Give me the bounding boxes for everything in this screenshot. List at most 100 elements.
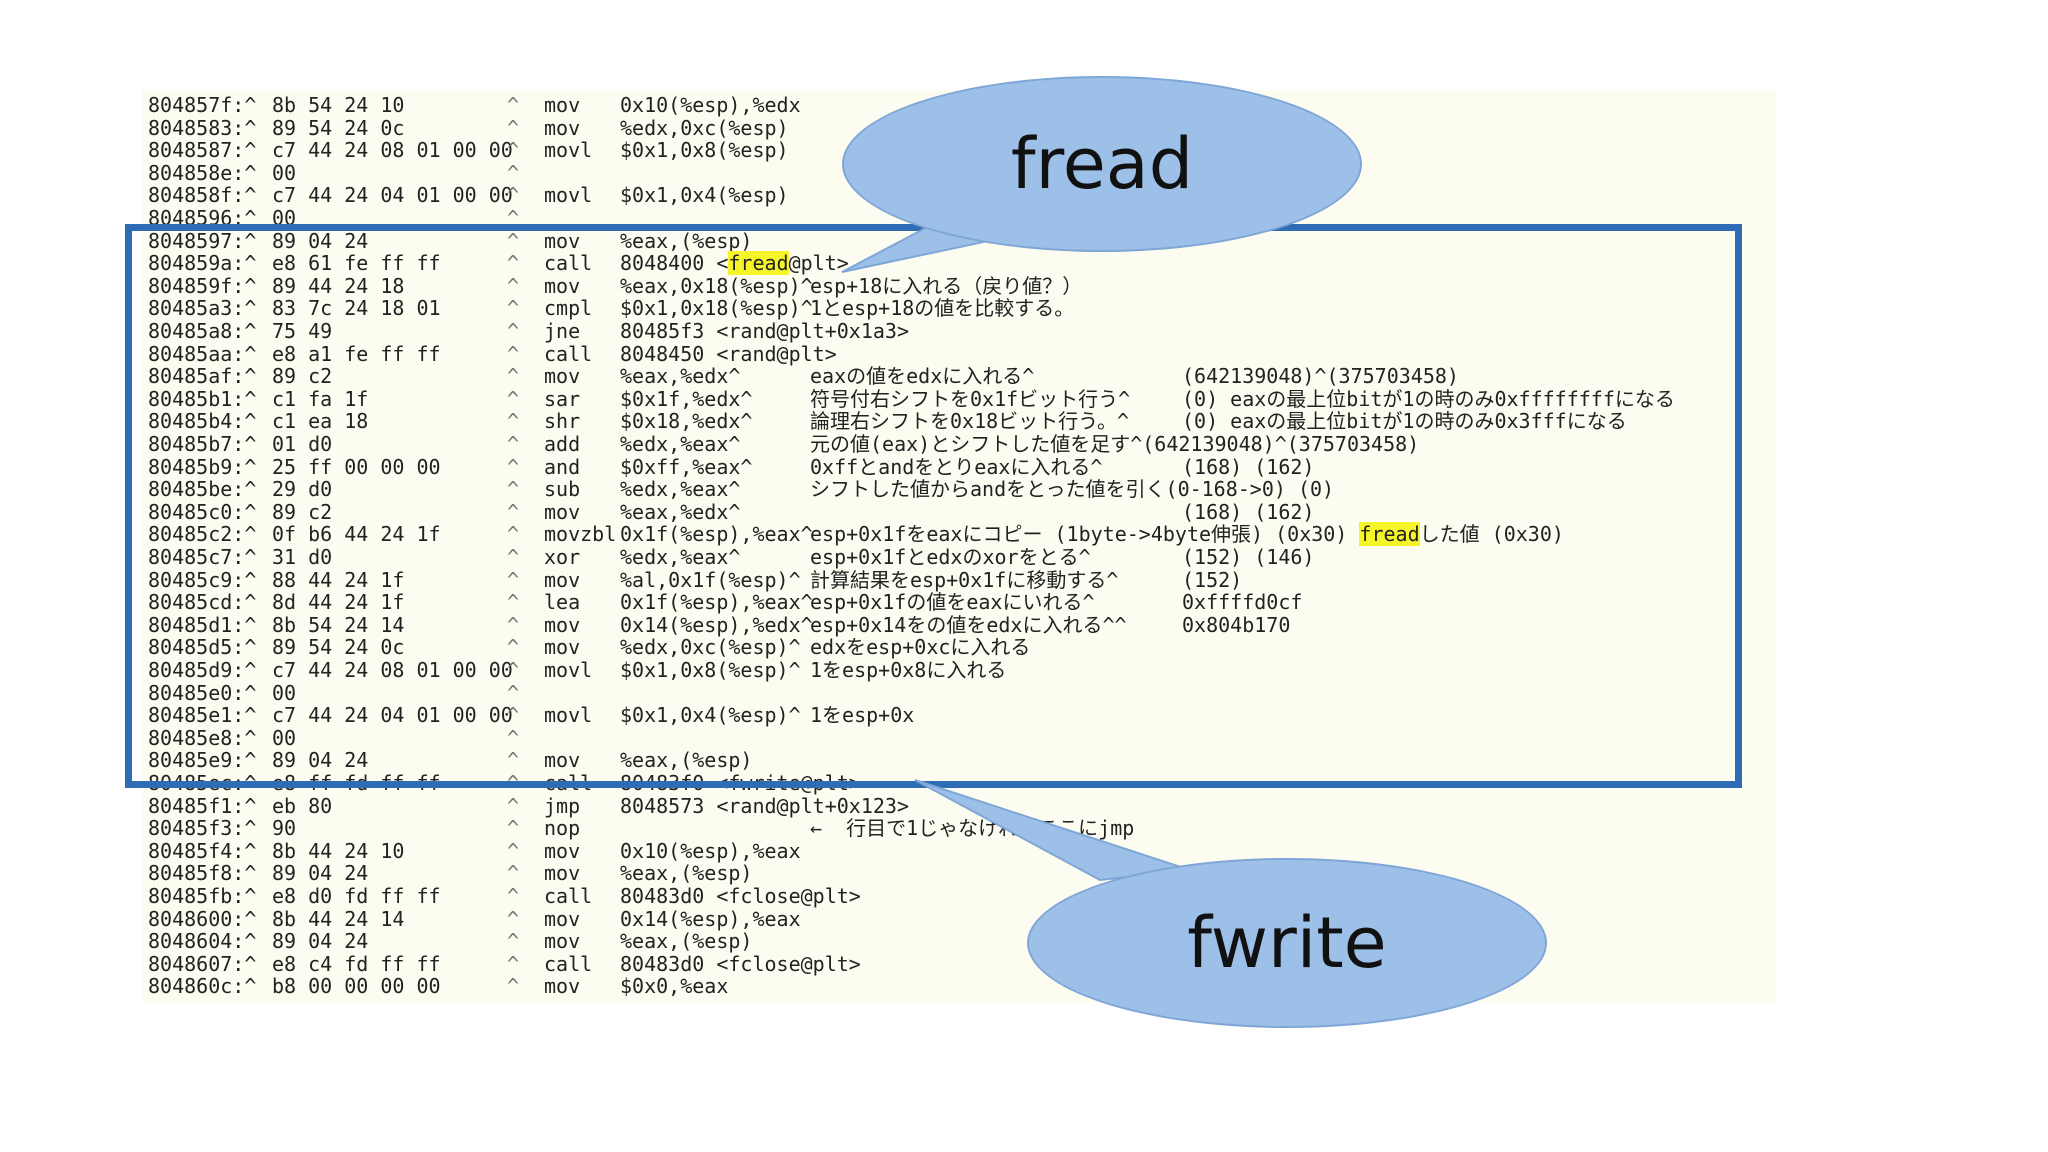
operand-text: $0x0,%eax [620, 974, 729, 999]
mnemonic-text: nop [544, 816, 581, 841]
addr-text: 8048596:^ [148, 206, 257, 230]
operand-text: %edx,0xc(%esp) [620, 115, 789, 140]
fwrite-callout-tail [914, 779, 1191, 882]
addr-text: 80485cd:^ [148, 590, 257, 615]
addr-text: 80485fb:^ [148, 884, 257, 908]
separator-mark: ^ [507, 228, 520, 253]
operand-text: %edx,0xc(%esp)^ [620, 635, 801, 660]
mnemonic-text: jmp [544, 793, 581, 818]
operand-text: %eax,(%esp) [620, 748, 753, 773]
bytes-text: c7 44 24 08 01 00 00 [272, 138, 513, 163]
mnemonic-text: mov [544, 612, 581, 637]
mnemonic-text: call [544, 884, 593, 908]
comment-extra-text: (168) (162) [1182, 499, 1315, 524]
separator-mark: ^ [507, 567, 520, 592]
comment-text: 1とesp+18の値を比較する。 [810, 296, 1075, 321]
addr-text: 80485d5:^ [148, 635, 257, 660]
mnemonic-text: mov [544, 567, 581, 592]
separator-mark: ^ [507, 364, 520, 389]
mnemonic-text: sub [544, 477, 581, 502]
operand-text: 8048450 <rand@plt> [620, 341, 837, 366]
operand-text: 80483d0 <fclose@plt> [620, 884, 861, 908]
mnemonic-text: mov [544, 838, 581, 863]
operand-text: $0x1,0x8(%esp) [620, 138, 789, 163]
mnemonic-text: sar [544, 386, 581, 411]
addr-text: 80485a3:^ [148, 296, 257, 321]
bytes-text: 89 54 24 0c [272, 635, 405, 660]
addr-text: 80485c7:^ [148, 545, 257, 569]
addr-text: 80485aa:^ [148, 341, 257, 366]
bytes-text: c7 44 24 04 01 00 00 [272, 183, 513, 208]
comment-extra-text: (0) eaxの最上位bitが1の時のみ0xffffffffになる [1182, 386, 1675, 411]
separator-mark: ^ [507, 793, 520, 818]
addr-text: 80485be:^ [148, 477, 257, 502]
separator-mark: ^ [507, 725, 520, 750]
separator-mark: ^ [507, 680, 520, 705]
comment-text: 計算結果をesp+0x1fに移動する^ [810, 567, 1119, 592]
comment-text: esp+0x14をの値をedxに入れる^^ [810, 612, 1127, 637]
addr-text: 8048604:^ [148, 929, 257, 954]
mnemonic-text: movl [544, 703, 593, 728]
comment-text: edxをesp+0xcに入れる [810, 635, 1031, 660]
mnemonic-text: mov [544, 364, 581, 389]
bytes-text: 89 04 24 [272, 861, 369, 886]
mnemonic-text: mov [544, 929, 581, 954]
separator-mark: ^ [507, 861, 520, 886]
bytes-text: 90 [272, 816, 297, 841]
operand-text: 0x1f(%esp),%eax^ [620, 590, 813, 615]
addr-text: 804858f:^ [148, 183, 257, 208]
operand-text: $0x1,0x8(%esp)^ [620, 658, 801, 682]
bytes-text: c1 fa 1f [272, 386, 369, 411]
bytes-text: 00 [272, 725, 297, 750]
comment-text: 元の値(eax)とシフトした値を足す^(642139048)^(37570345… [810, 432, 1420, 456]
comment-extra-text: (0) eaxの最上位bitが1の時のみ0x3fffになる [1182, 409, 1627, 434]
comment-text: esp+18に入れる（戻り値？） [810, 273, 1083, 298]
operand-text: %edx,%eax^ [620, 545, 741, 569]
separator-mark: ^ [507, 454, 520, 479]
mnemonic-text: movl [544, 183, 593, 208]
addr-text: 80485b9:^ [148, 454, 257, 479]
mnemonic-text: mov [544, 861, 581, 886]
mnemonic-text: shr [544, 409, 581, 434]
bytes-text: e8 d0 fd ff ff [272, 884, 441, 908]
operand-text: 0x1f(%esp),%eax^ [620, 522, 813, 547]
fread-callout-label: fread [1010, 123, 1194, 205]
separator-mark: ^ [507, 658, 520, 682]
mnemonic-text: add [544, 432, 581, 456]
mnemonic-text: mov [544, 115, 581, 140]
mnemonic-text: xor [544, 545, 581, 569]
separator-mark: ^ [507, 748, 520, 773]
bytes-text: eb 80 [272, 793, 333, 818]
bytes-text: e8 a1 fe ff ff [272, 341, 441, 366]
mnemonic-text: and [544, 454, 581, 479]
fwrite-callout-label: fwrite [1187, 902, 1387, 984]
bytes-text: 8b 44 24 14 [272, 906, 405, 931]
addr-text: 80485b4:^ [148, 409, 257, 434]
mnemonic-text: cmpl [544, 296, 593, 321]
mnemonic-text: jne [544, 319, 581, 343]
comment-text: esp+0x1fとedxのxorをとる^ [810, 545, 1091, 569]
separator-mark: ^ [507, 929, 520, 954]
operand-text: $0x1,0x18(%esp)^ [620, 296, 813, 321]
operand-text: $0x1,0x4(%esp) [620, 183, 789, 208]
addr-text: 804859a:^ [148, 251, 257, 276]
separator-mark: ^ [507, 273, 520, 298]
comment-text: 符号付右シフトを0x1fビット行う^ [810, 386, 1131, 411]
fread-highlight: fread [728, 251, 789, 276]
addr-text: 80485d9:^ [148, 658, 257, 682]
